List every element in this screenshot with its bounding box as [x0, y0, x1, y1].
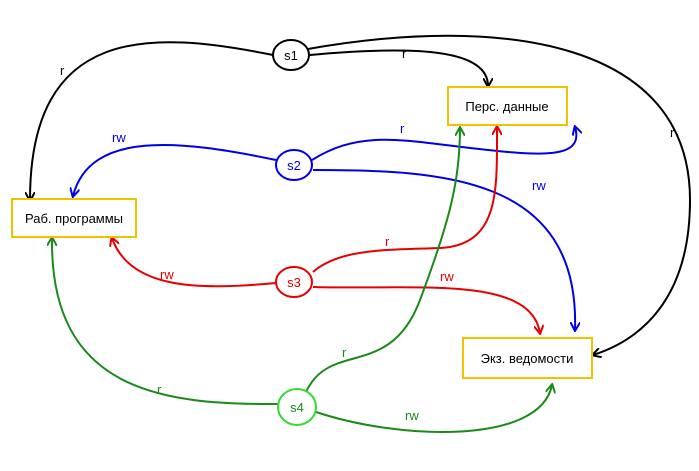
object-pers-data-label: Перс. данные — [465, 99, 548, 114]
label-s3-ekz: rw — [440, 269, 454, 284]
object-ekz-records: Экз. ведомости — [462, 337, 593, 379]
object-ekz-records-label: Экз. ведомости — [481, 351, 574, 366]
object-pers-data: Перс. данные — [447, 86, 568, 126]
edge-s3-ekz — [312, 286, 540, 333]
edge-s4-rab — [52, 238, 279, 406]
subject-s3: s3 — [275, 266, 313, 298]
edge-s1-ekz — [307, 34, 692, 355]
label-s3-pers: r — [385, 234, 390, 249]
label-s1-pers: r — [402, 46, 407, 61]
subject-s3-label: s3 — [287, 275, 301, 290]
edge-s3-rab — [112, 238, 277, 288]
edge-s2-ekz — [312, 169, 575, 330]
edge-s1-pers — [309, 49, 488, 86]
subject-s1: s1 — [272, 39, 310, 71]
edge-s2-pers — [311, 127, 576, 161]
edge-s1-rab — [30, 41, 274, 200]
object-rab-programs: Раб. программы — [11, 198, 137, 238]
edge-s3-pers — [312, 127, 497, 273]
subject-s4: s4 — [277, 388, 317, 426]
label-s2-ekz: rw — [532, 178, 546, 193]
edge-s4-ekz — [315, 385, 552, 434]
subject-s2-label: s2 — [287, 158, 301, 173]
label-s2-rab: rw — [112, 130, 126, 145]
object-rab-programs-label: Раб. программы — [25, 211, 123, 226]
subject-s2: s2 — [275, 149, 313, 181]
edge-s4-pers — [305, 128, 460, 393]
subject-s1-label: s1 — [284, 48, 298, 63]
label-s4-pers: r — [342, 345, 347, 360]
edge-s2-rab — [73, 143, 277, 196]
label-s2-pers: r — [400, 121, 405, 136]
subject-s4-label: s4 — [290, 400, 304, 415]
label-s4-rab: r — [157, 382, 162, 397]
label-s3-rab: rw — [160, 267, 174, 282]
label-s1-ekz: r — [670, 125, 675, 140]
label-s1-rab: r — [60, 63, 65, 78]
label-s4-ekz: rw — [405, 408, 419, 423]
